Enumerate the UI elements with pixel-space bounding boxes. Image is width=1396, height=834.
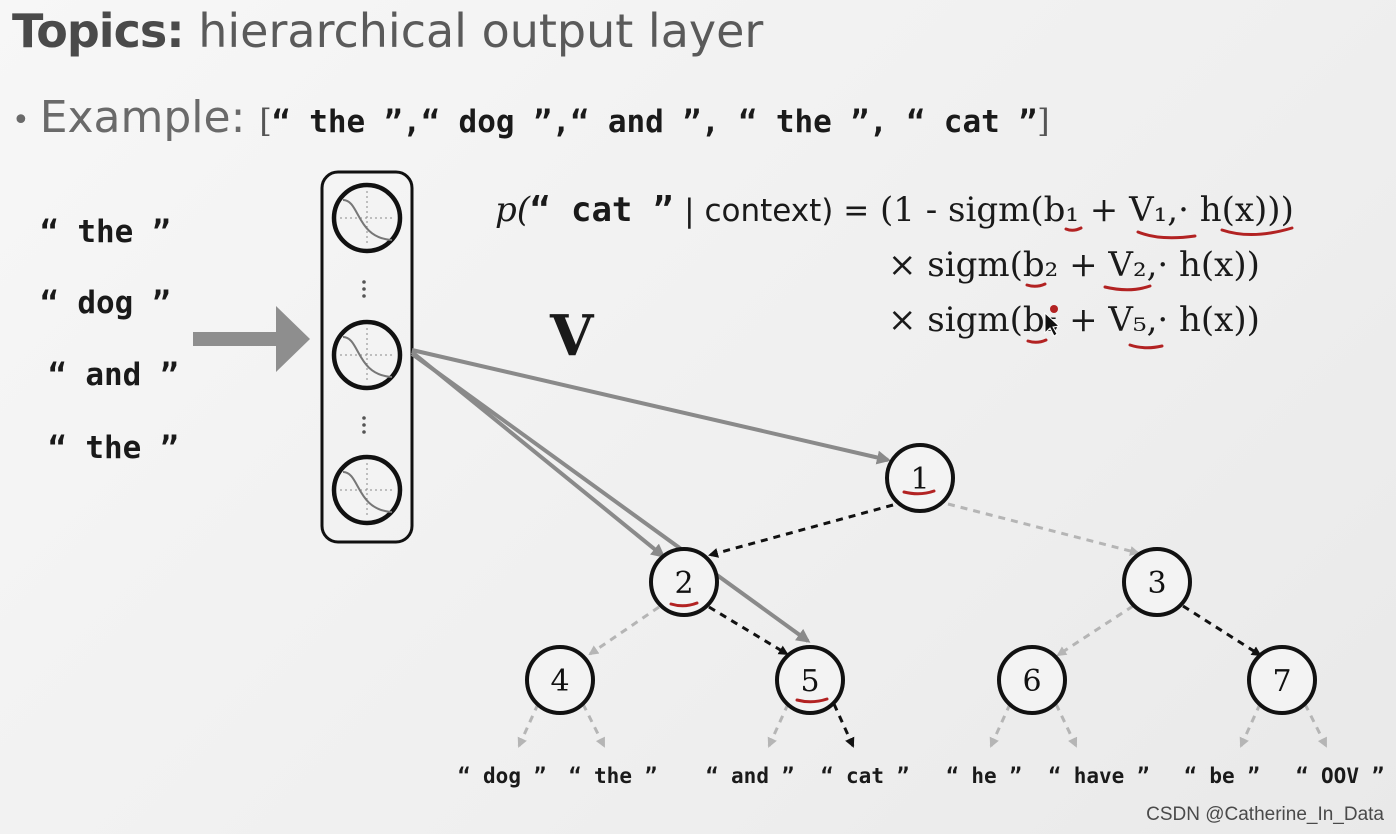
input-arrow [193, 306, 310, 372]
slide-title: Topics: hierarchical output layer [12, 4, 763, 58]
edge-4-the [581, 703, 606, 748]
leaf-be: “ be ” [1184, 764, 1260, 788]
edge-6-he [989, 703, 1012, 748]
edge-7-be [1239, 703, 1262, 748]
leaf-the: “ the ” [568, 764, 658, 788]
edge-1-3 [947, 502, 1140, 556]
tree-node-3-label: 3 [1147, 566, 1166, 601]
formula-word: “ cat ” [530, 190, 674, 230]
leaf-dog: “ dog ” [457, 764, 547, 788]
ellipsis-1 [362, 280, 366, 298]
hidden-layer-box [320, 170, 414, 544]
ellipsis-2 [362, 416, 366, 434]
example-line: •Example: [“ the ”,“ dog ”,“ and ”, “ th… [12, 92, 1050, 143]
watermark: CSDN @Catherine_In_Data [1146, 804, 1384, 825]
bullet: • [12, 102, 30, 138]
example-word-list: “ the ”,“ dog ”,“ and ”, “ the ”, “ cat … [271, 104, 1038, 140]
tree-node-2: 2 [649, 547, 719, 617]
tree-node-4: 4 [525, 645, 595, 715]
hidden-unit-3 [331, 454, 403, 526]
leaf-and: “ and ” [705, 764, 795, 788]
title-subject: hierarchical output layer [198, 4, 764, 58]
weight-label: V [550, 303, 594, 369]
edge-4-dog [517, 703, 540, 748]
edge-3-6 [1056, 604, 1134, 657]
formula-p: p( [495, 190, 531, 230]
annotation-underlines [669, 226, 1294, 704]
example-close-bracket: ] [1037, 102, 1050, 140]
tree-node-5-label: 5 [800, 664, 819, 699]
formula-line-3: × sigm(b₅ + V₅,· h(x)) [888, 300, 1260, 340]
example-open-bracket: [ [259, 102, 272, 140]
weight-arrow-node-5 [410, 352, 811, 643]
annotation-dot [1050, 305, 1058, 313]
formula-lhs: p(“ cat ” | context) = [495, 190, 869, 230]
edge-7-oov [1303, 703, 1328, 748]
tree-node-1-label: 1 [910, 462, 929, 497]
hidden-unit-2 [331, 319, 403, 391]
edge-1-2 [708, 503, 894, 558]
title-topics: Topics: [12, 4, 185, 58]
context-word-1: “ the ” [40, 214, 171, 250]
formula-line-2: × sigm(b₂ + V₂,· h(x)) [888, 245, 1260, 285]
tree-node-1: 1 [885, 443, 955, 513]
tree-node-4-label: 4 [550, 664, 569, 699]
tree-node-3: 3 [1122, 547, 1192, 617]
example-label: Example: [39, 92, 246, 143]
edge-5-and [767, 703, 790, 748]
mouse-cursor-icon [1044, 311, 1061, 337]
tree-node-7: 7 [1247, 645, 1317, 715]
tree-node-6-label: 6 [1022, 664, 1041, 699]
hidden-unit-1 [331, 182, 403, 254]
formula-line-1: (1 - sigm(b₁ + V₁,· h(x))) [880, 190, 1294, 230]
tree-node-5: 5 [775, 645, 845, 715]
edge-5-cat [832, 703, 855, 748]
context-word-2: “ dog ” [40, 285, 171, 321]
formula-condition: | context) = [684, 193, 870, 229]
leaf-cat: “ cat ” [820, 764, 910, 788]
context-word-4: “ the ” [48, 430, 179, 466]
edge-2-4 [588, 605, 660, 656]
leaf-have: “ have ” [1048, 764, 1150, 788]
tree-node-7-label: 7 [1272, 664, 1291, 699]
edge-2-5 [708, 605, 789, 656]
tree-node-2-label: 2 [674, 566, 693, 601]
context-word-3: “ and ” [48, 357, 179, 393]
edge-6-have [1054, 703, 1078, 748]
leaf-oov: “ OOV ” [1295, 764, 1385, 788]
edge-3-7 [1182, 604, 1262, 657]
leaf-he: “ he ” [946, 764, 1022, 788]
tree-node-6: 6 [997, 645, 1067, 715]
weight-arrow-node-1 [411, 348, 891, 465]
